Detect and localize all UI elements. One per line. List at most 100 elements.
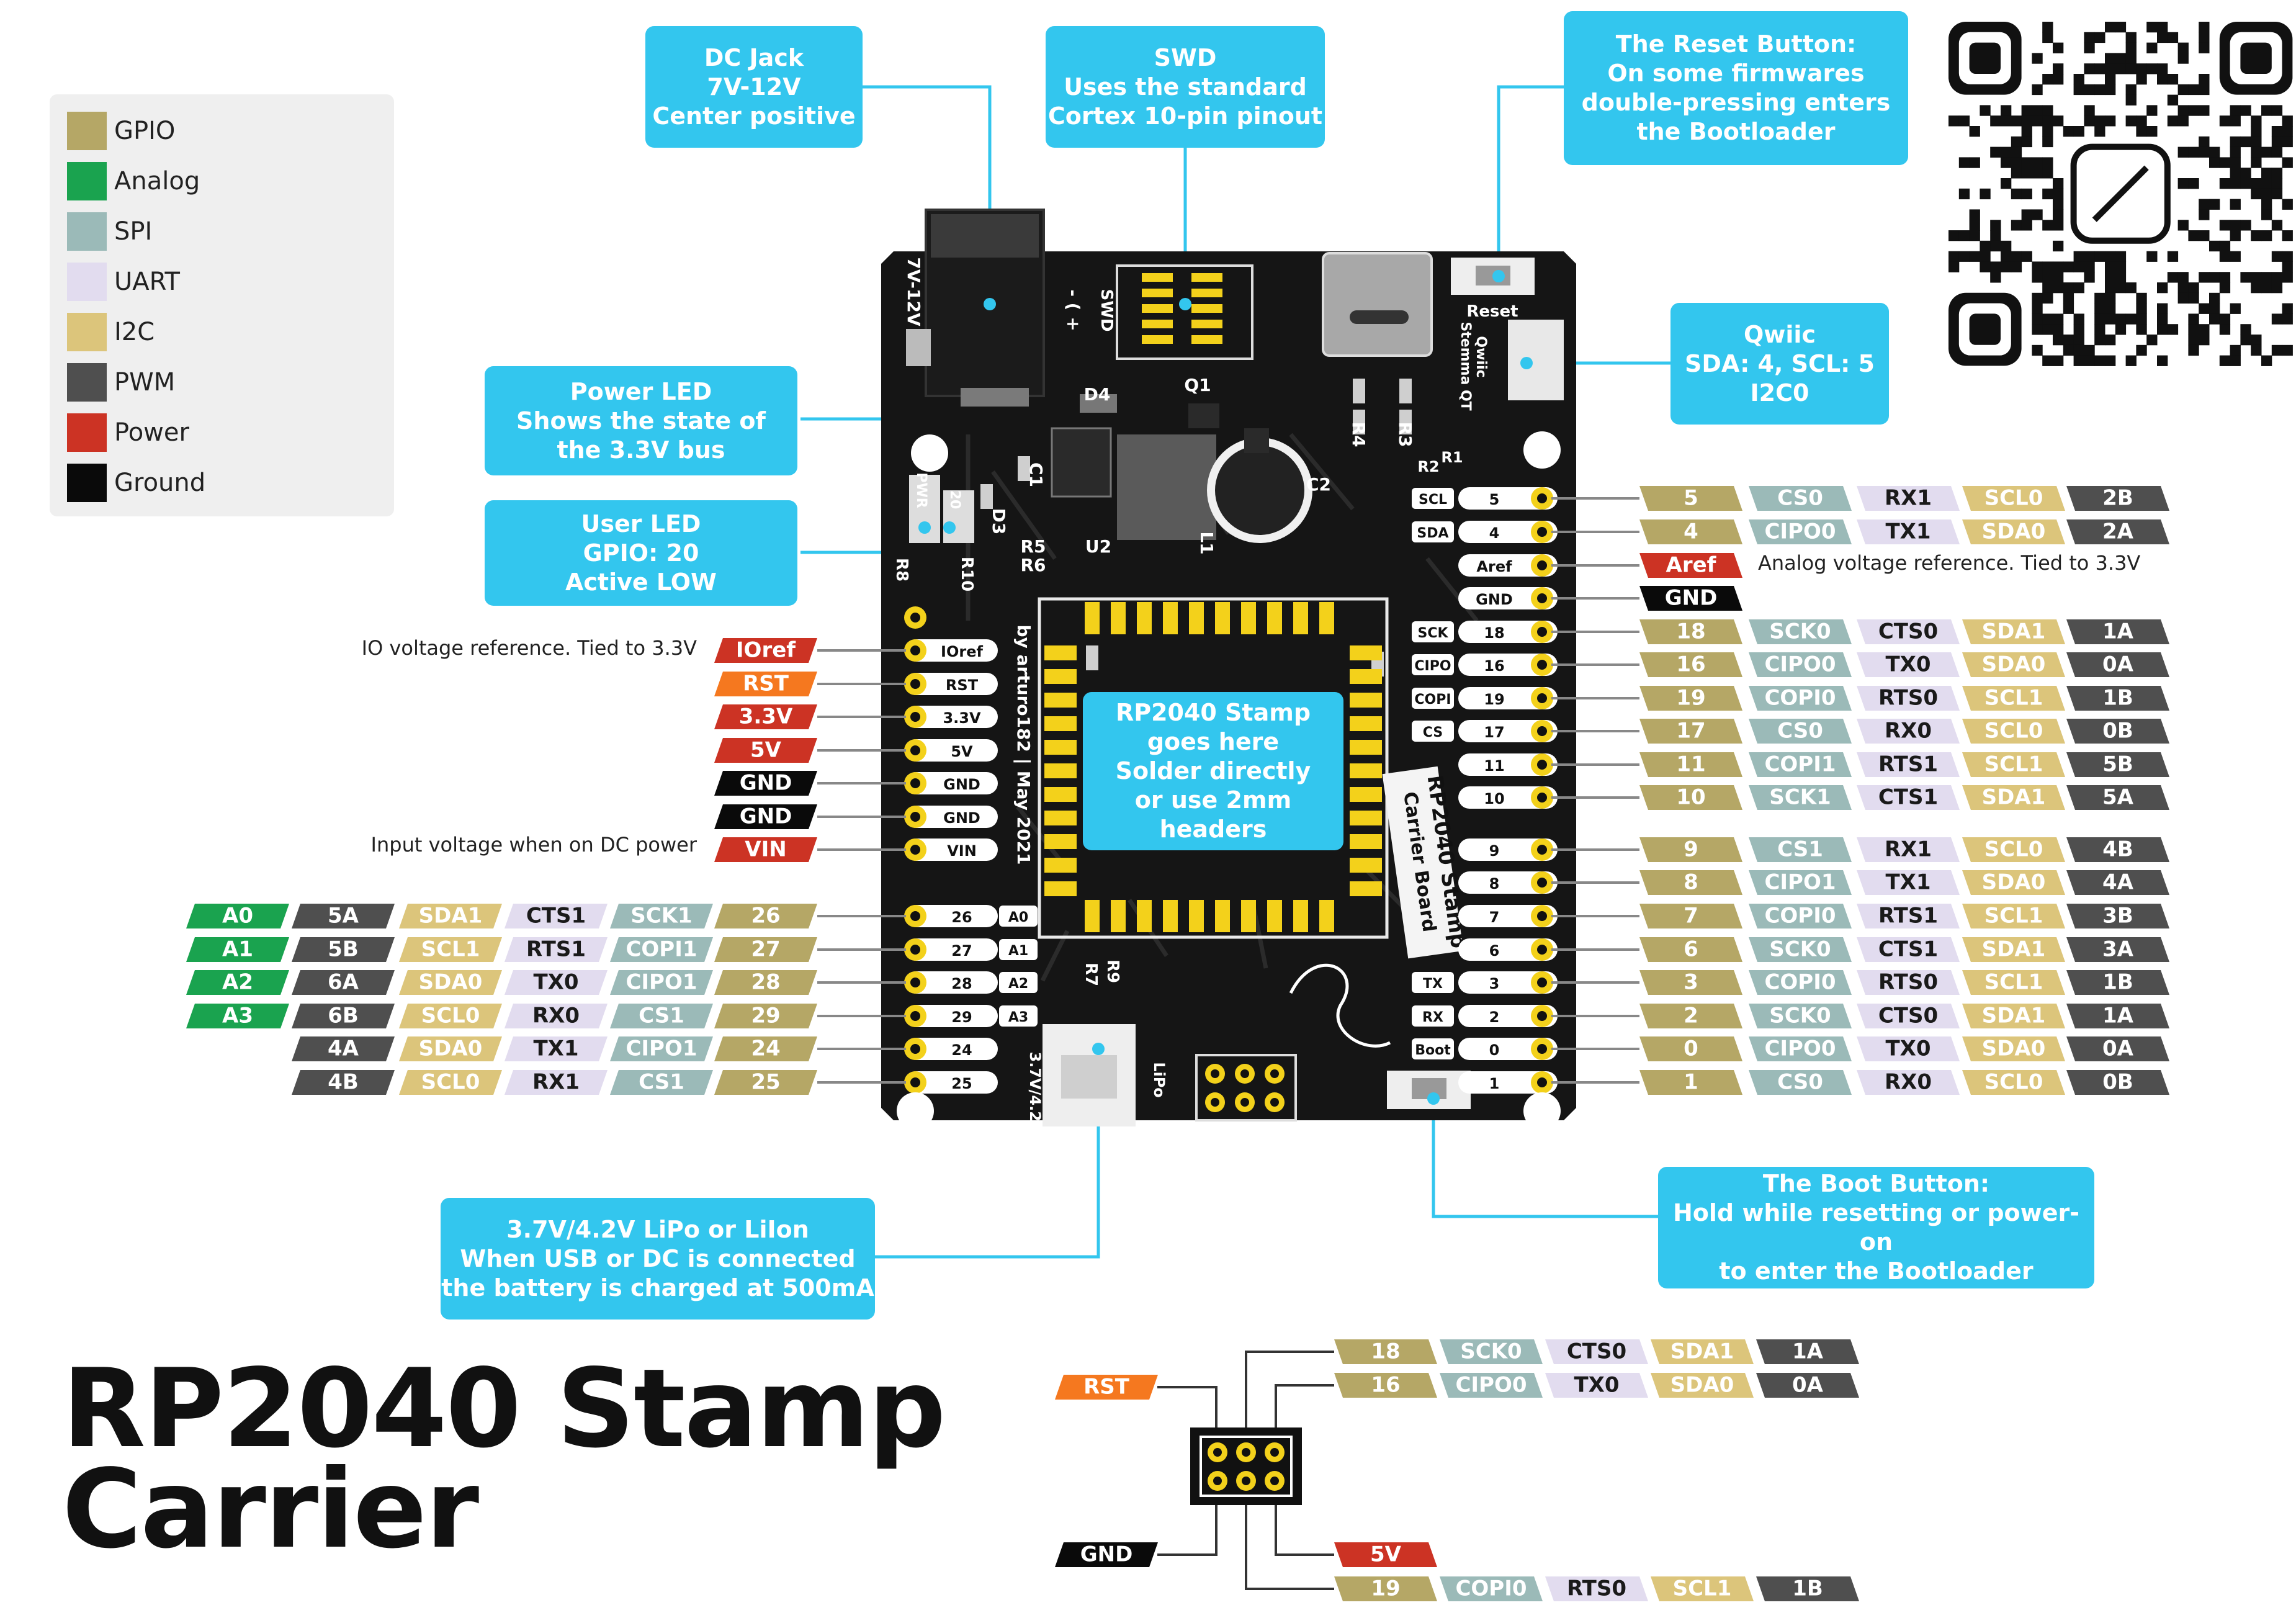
right-header-label: 2 [1489, 1009, 1500, 1026]
pin-tag-label: 8 [1684, 870, 1698, 894]
callout-line: Uses the standard [1064, 73, 1307, 101]
qr-module [1980, 251, 1991, 262]
pin-tag-bg [1857, 785, 1960, 810]
qr-module [2219, 240, 2231, 252]
pin-tag-bg [1749, 1036, 1852, 1061]
qr-module [1969, 209, 1980, 220]
icsp-pin-hole [1270, 1448, 1279, 1457]
pin-tag-analog: A3 [186, 1003, 289, 1028]
silk-dc-symbol: - ( + [1063, 289, 1083, 331]
qr-module [2042, 168, 2053, 179]
pin-tag-bg [1962, 904, 2065, 928]
pin-tag-spi: CIPO1 [610, 969, 713, 995]
qr-module [2261, 230, 2272, 241]
pin-tag-bg [610, 937, 713, 962]
qr-module [2271, 178, 2283, 189]
pin-tag-label: SDA0 [1982, 870, 2046, 894]
pin-tag-label: 16 [1371, 1372, 1400, 1397]
icsp-pin-hole [1270, 1098, 1279, 1107]
qr-module [2001, 261, 2012, 272]
qr-module [2240, 178, 2251, 189]
right-header-function-label: SCL [1419, 492, 1447, 508]
stamp-pad [1350, 693, 1382, 708]
pin-tag-bg [2066, 837, 2169, 862]
pin-tag-bg [1639, 1036, 1742, 1061]
pin-tag-label: 1B [2102, 969, 2133, 994]
pin-tag-bg [1962, 752, 2065, 777]
qr-module [2209, 303, 2220, 314]
pin-tag-label: SCL0 [1984, 1069, 2043, 1094]
stamp-pad [1350, 834, 1382, 849]
pin-tag-label: 7 [1684, 903, 1698, 928]
legend-swatch [67, 464, 107, 502]
qr-module [2282, 251, 2293, 262]
pin-tag-bg [292, 1036, 395, 1061]
qr-module [2251, 335, 2262, 346]
stamp-footprint [1038, 597, 1389, 939]
pin-tag-gpio: 17 [1639, 718, 1742, 744]
pin-tag-label: CS0 [1777, 485, 1823, 510]
qr-module [2042, 32, 2053, 43]
icsp-wire [1157, 1505, 1218, 1556]
pin-tag-bg [2066, 652, 2169, 677]
pin-tag-label: 4A [2102, 870, 2134, 894]
pin-tag-label: A1 [222, 937, 253, 961]
pin-tag-pwm: 1B [2066, 969, 2169, 995]
pin-tag-bg [2066, 785, 2169, 810]
qr-module [2053, 261, 2064, 272]
pin-tag-bg [1749, 686, 1852, 711]
right-header-hole [1537, 845, 1547, 855]
icsp-wire [1275, 1505, 1334, 1556]
qr-module [2021, 220, 2032, 231]
pin-tag-label: GND [1665, 585, 1718, 610]
left-header-label: 24 [951, 1041, 972, 1059]
pin-tag-bg [1639, 686, 1742, 711]
pin-tag-bg [714, 1070, 817, 1095]
pin-tag-bg [1440, 1373, 1543, 1398]
pin-tag-bg [2066, 752, 2169, 777]
pin-tag-bg [1962, 686, 2065, 711]
pin-tag-bg [1749, 837, 1852, 862]
qr-module [2115, 22, 2127, 33]
pin-tag-spi: COPI0 [1749, 969, 1852, 995]
pin-tag-label: SCL1 [1673, 1576, 1732, 1601]
qr-module [2209, 157, 2220, 168]
swd-pad [1191, 304, 1222, 313]
right-header-label: 7 [1489, 909, 1500, 926]
left-header-label: RST [946, 677, 979, 694]
pin-tag-bg [504, 904, 608, 928]
qr-module [2063, 292, 2074, 304]
qr-module [2053, 63, 2064, 74]
left-header-hole [910, 613, 920, 623]
qr-module [2199, 84, 2210, 96]
qr-module [2199, 209, 2210, 220]
stamp-pad [1350, 763, 1382, 778]
pin-tag-label: RTS0 [1567, 1576, 1626, 1601]
qr-module [2063, 344, 2074, 356]
pin-tag-spi: COPI1 [610, 937, 713, 962]
pin-tag-pwm: 6B [292, 1003, 395, 1028]
pin-tag-bg [1962, 619, 2065, 644]
pin-tag-bg [2066, 619, 2169, 644]
pin-tag-bg [714, 904, 817, 928]
pin-tag-label: RX0 [1885, 718, 1932, 743]
pin-tag-label: SDA0 [1670, 1372, 1734, 1397]
callout-line: Hold while resetting or power-on [1672, 1199, 2080, 1256]
pin-tag-spi: SCK0 [1749, 1003, 1852, 1028]
dc-jack-top [931, 214, 1039, 258]
pin-tag-label: 18 [1676, 619, 1705, 644]
left-header-pin [905, 739, 998, 762]
qr-module [2209, 240, 2220, 252]
qr-module [2271, 188, 2283, 200]
stamp-pad [1215, 602, 1230, 634]
qr-module [2199, 32, 2210, 43]
qr-module [2167, 32, 2179, 43]
qr-module [2282, 136, 2293, 148]
right-header-label: 5 [1489, 491, 1500, 508]
usb-c-port [1350, 310, 1409, 324]
qr-module [2209, 272, 2220, 283]
qr-module [2105, 313, 2116, 325]
right-header-label: 10 [1484, 790, 1504, 807]
right-header-label: Aref [1476, 558, 1512, 575]
